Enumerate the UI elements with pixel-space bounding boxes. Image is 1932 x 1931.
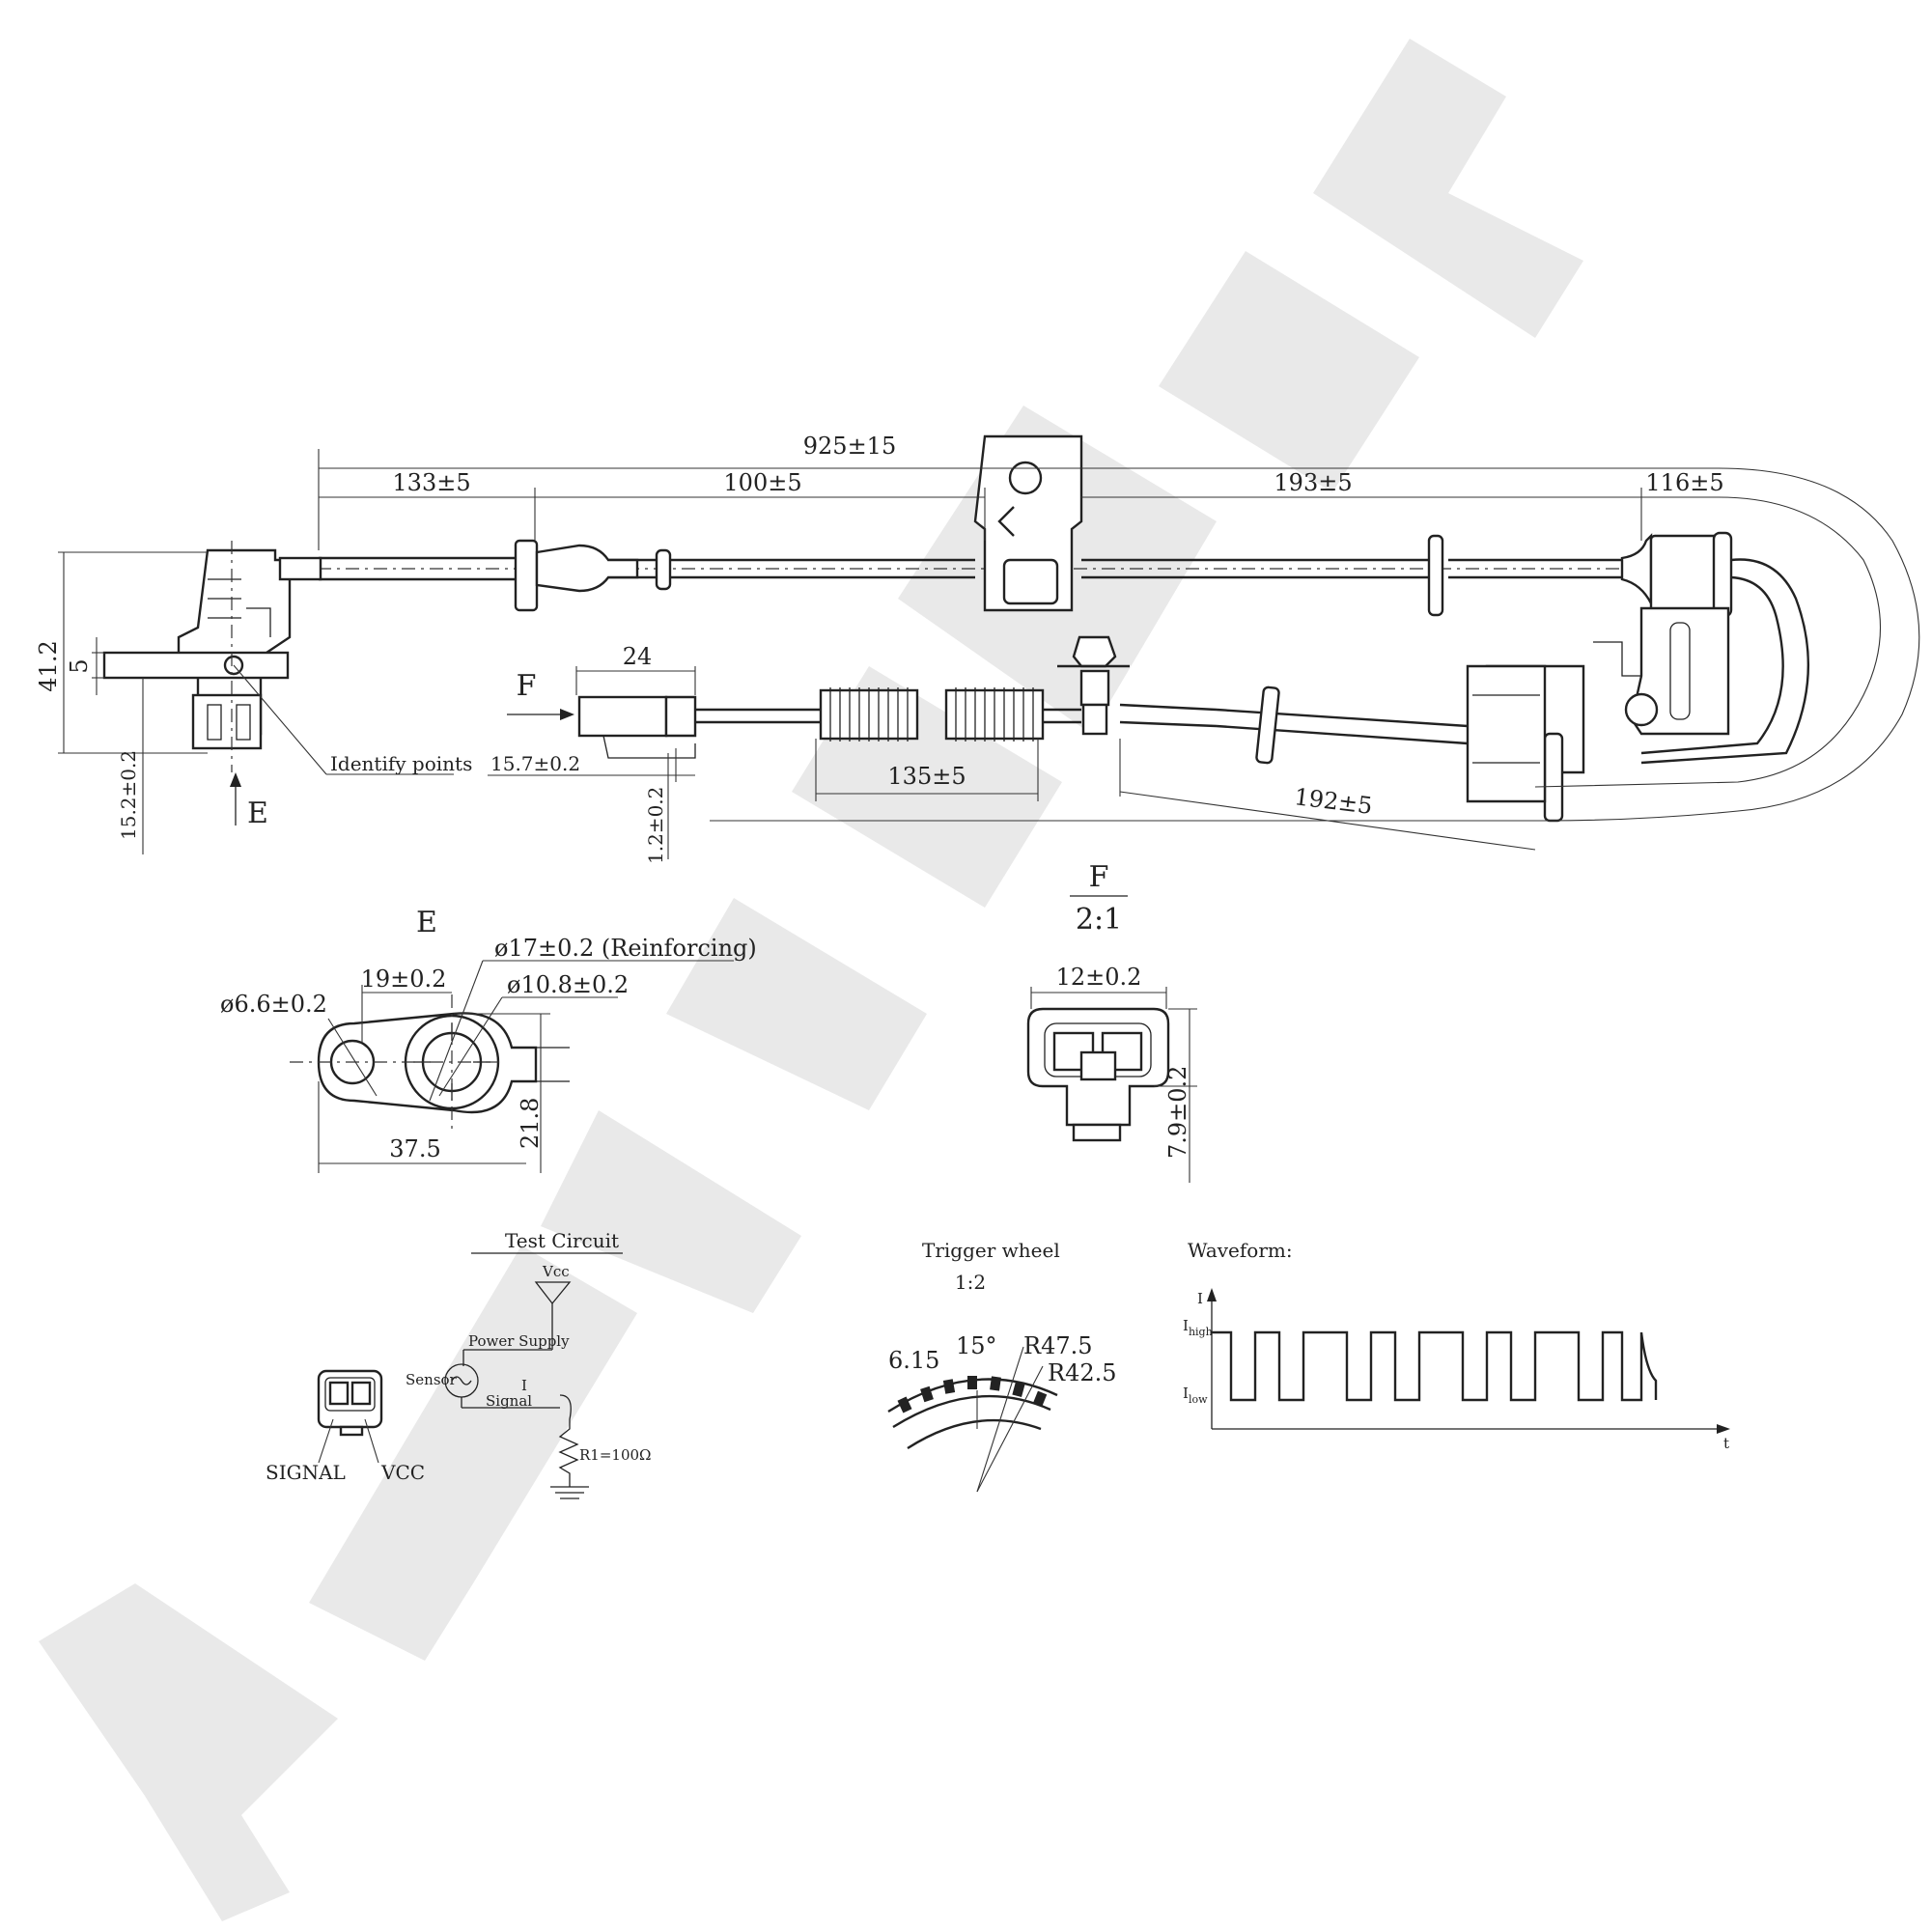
main-dimensions: 925±15 133±5 100±5 193±5 116±5 24 15.7±0… [35, 433, 1920, 864]
dim-15-7: 15.7±0.2 [490, 752, 580, 775]
view-f-scale: 2:1 [1076, 903, 1122, 937]
trigger-angle: 15° [956, 1332, 997, 1359]
trigger-wheel-teeth [897, 1376, 1048, 1413]
signal-label: Signal [486, 1392, 532, 1410]
view-f-title: F [1089, 860, 1109, 894]
dim-f-height: 7.9±0.2 [1164, 1066, 1191, 1159]
view-f-detail: F 2:1 12±0.2 7.9±0.2 [1026, 860, 1197, 1183]
dim-e-hole: ø6.6±0.2 [220, 991, 327, 1018]
bellows-lower [819, 687, 1081, 742]
trigger-r-inner: R42.5 [1048, 1359, 1117, 1386]
power-supply-label: Power Supply [468, 1332, 570, 1350]
view-f-arrow-label: F [517, 669, 537, 703]
dim-f-width: 12±0.2 [1056, 964, 1142, 991]
trigger-wheel: Trigger wheel 1:2 6.15 15° R47.5 R42.5 [887, 1239, 1117, 1493]
dim-24: 24 [623, 643, 653, 670]
dim-15-2: 15.2±0.2 [117, 750, 140, 840]
dim-e-length: 37.5 [389, 1135, 440, 1162]
dim-192: 192±5 [1293, 783, 1374, 820]
trigger-wheel-scale: 1:2 [955, 1271, 986, 1294]
dim-e-width: 21.8 [517, 1098, 544, 1149]
dim-135: 135±5 [887, 763, 966, 790]
view-e-title: E [416, 906, 437, 939]
dim-193: 193±5 [1274, 469, 1352, 496]
dim-e-pitch: 19±0.2 [361, 966, 447, 993]
waveform-title: Waveform: [1188, 1239, 1293, 1262]
trigger-r-outer: R47.5 [1023, 1332, 1093, 1359]
trigger-pitch: 6.15 [888, 1347, 939, 1374]
dim-1-2: 1.2±0.2 [644, 787, 667, 864]
dim-e-reinforcing: ø17±0.2 (Reinforcing) [494, 935, 757, 962]
identify-points-label: Identify points [330, 752, 472, 775]
trigger-wheel-title: Trigger wheel [922, 1239, 1060, 1262]
waveform-trace [1212, 1330, 1658, 1402]
dim-133: 133±5 [392, 469, 470, 496]
resistor-label: R1=100Ω [579, 1446, 651, 1464]
dim-116: 116±5 [1645, 469, 1723, 496]
sensor-label: Sensor [406, 1371, 458, 1388]
dim-e-body: ø10.8±0.2 [507, 971, 629, 998]
watermark-logo [39, 39, 1583, 1921]
current-label: I [521, 1377, 527, 1394]
pin-vcc-label: VCC [380, 1461, 425, 1484]
test-circuit: Test Circuit Vcc Power Supply Sensor I S… [266, 1229, 651, 1499]
pin-signal-label: SIGNAL [266, 1461, 346, 1484]
sensor-assembly [102, 434, 1810, 823]
waveform-x-axis-label: t [1723, 1435, 1729, 1452]
test-circuit-title: Test Circuit [505, 1229, 619, 1252]
waveform-low-label: Ilow [1183, 1385, 1208, 1406]
waveform-high-label: Ihigh [1183, 1317, 1213, 1338]
dim-5: 5 [66, 658, 93, 673]
waveform: Waveform: I Ihigh Ilow t [1183, 1239, 1730, 1452]
waveform-y-axis-label: I [1197, 1290, 1203, 1307]
dim-total: 925±15 [803, 433, 896, 460]
view-e-arrow-label: E [247, 797, 268, 830]
view-e-detail: E ø6.6±0.2 19±0.2 ø17±0.2 (Reinforcing) … [220, 906, 757, 1173]
vcc-label: Vcc [542, 1263, 570, 1280]
dim-100: 100±5 [723, 469, 801, 496]
dim-41-2: 41.2 [35, 640, 62, 691]
